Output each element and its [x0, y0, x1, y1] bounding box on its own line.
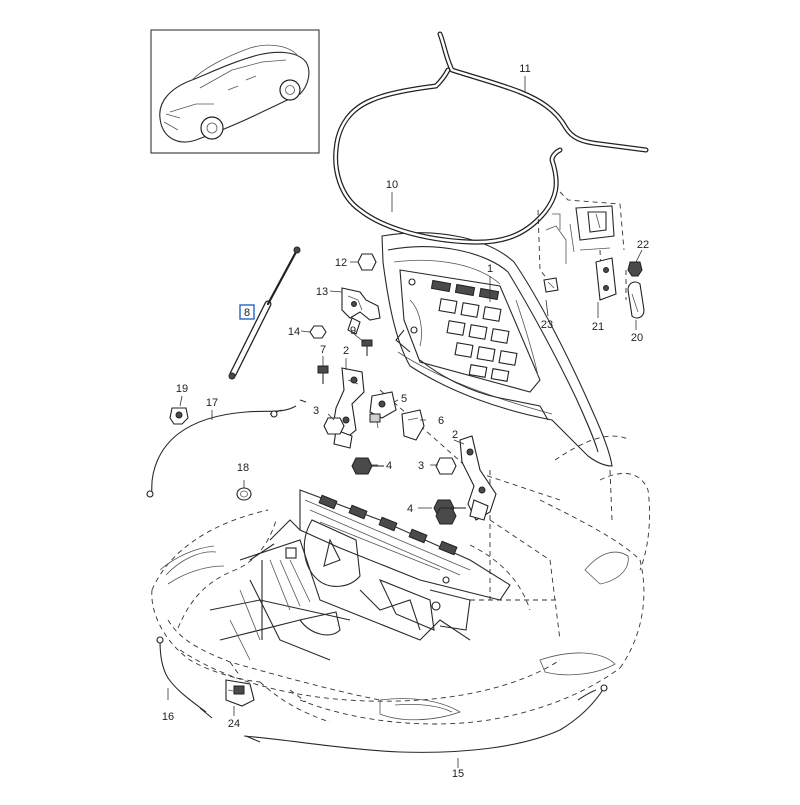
nut-14 [309, 325, 327, 339]
callout-4-right[interactable]: 4 [407, 503, 413, 515]
hood-panel [381, 232, 613, 467]
callout-labels: 1 2 2 3 3 4 4 5 6 7 8 9 10 11 12 13 14 1… [162, 63, 649, 780]
bolt-9 [361, 339, 373, 356]
hood-inner-frame [395, 269, 549, 421]
callout-1[interactable]: 1 [487, 263, 493, 275]
callout-23[interactable]: 23 [541, 319, 553, 331]
callout-12[interactable]: 12 [335, 257, 347, 269]
windshield-seal [437, 31, 649, 153]
callout-22[interactable]: 22 [637, 239, 649, 251]
callout-14[interactable]: 14 [288, 326, 300, 338]
nut-12 [357, 253, 377, 271]
bolt-4-right [433, 499, 466, 525]
callout-5[interactable]: 5 [401, 393, 407, 405]
latch-5 [369, 391, 397, 429]
grommet-18 [236, 487, 252, 501]
callout-8[interactable]: 8 [244, 307, 250, 319]
a-pillar-area [537, 191, 627, 301]
buffer-23 [543, 277, 559, 293]
bracket-21 [595, 257, 617, 301]
vehicle-front-body [151, 389, 650, 725]
callout-17[interactable]: 17 [206, 397, 218, 409]
car-icon [159, 44, 310, 143]
callout-6[interactable]: 6 [438, 415, 444, 427]
callout-11[interactable]: 11 [519, 63, 530, 75]
callout-15[interactable]: 15 [452, 768, 464, 780]
bumper-pad-20 [627, 281, 645, 319]
callout-19[interactable]: 19 [176, 383, 188, 395]
bolt-22 [627, 261, 643, 277]
callout-20[interactable]: 20 [631, 332, 643, 344]
nut-3-left [323, 417, 345, 435]
bolt-7 [317, 365, 329, 384]
hood-latch-bracket [341, 287, 381, 335]
callout-4-left[interactable]: 4 [386, 460, 392, 472]
callout-24[interactable]: 24 [228, 718, 240, 730]
callout-10[interactable]: 10 [386, 179, 398, 191]
callout-7[interactable]: 7 [320, 344, 326, 356]
engine-bay-structure [209, 489, 511, 661]
callout-9[interactable]: 9 [350, 325, 356, 337]
vehicle-thumbnail-inset [150, 29, 320, 154]
callout-2-left[interactable]: 2 [343, 345, 349, 357]
callout-3-right[interactable]: 3 [418, 460, 424, 472]
hood-hinge-left [331, 367, 365, 449]
nut-3-right [435, 457, 457, 475]
bolt-4-left [351, 457, 384, 475]
cover-6 [401, 409, 425, 441]
gas-strut-8 [228, 246, 301, 380]
hood-seal [333, 67, 563, 245]
clip-19 [169, 407, 189, 425]
release-cables [146, 399, 608, 753]
hood-lock-24 [225, 679, 255, 707]
callout-16[interactable]: 16 [162, 711, 174, 723]
callout-18[interactable]: 18 [237, 462, 249, 474]
fasteners [169, 253, 645, 707]
hood-hinge-right [459, 435, 497, 521]
callout-8-highlight-box [239, 304, 255, 320]
callout-13[interactable]: 13 [316, 286, 328, 298]
leader-lines [167, 76, 643, 768]
callout-2-right[interactable]: 2 [452, 429, 458, 441]
callout-21[interactable]: 21 [592, 321, 604, 333]
callout-3-left[interactable]: 3 [313, 405, 319, 417]
